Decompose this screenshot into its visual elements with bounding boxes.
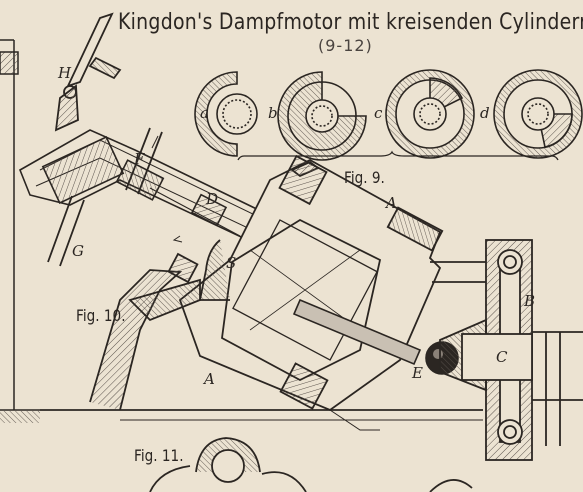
fig9-label-b: b	[268, 104, 278, 122]
plate-title: Kingdon's Dampfmotor mit kreisenden Cyli…	[118, 10, 583, 35]
fig10-caption: Fig. 10.	[76, 306, 126, 325]
label-c: C	[496, 348, 508, 366]
fig9-disc-c	[385, 69, 475, 159]
plate-subtitle: (9-12)	[318, 36, 373, 55]
fig9-disc-b	[277, 71, 367, 161]
steam-pipe-g	[47, 195, 85, 267]
label-d: D	[206, 190, 219, 208]
fig11-caption: Fig. 11.	[134, 446, 184, 465]
label-a-bottom: A	[204, 370, 215, 388]
crank-housing	[430, 239, 583, 461]
fig9-label-c: c	[374, 104, 383, 122]
inclined-shaft-assembly	[18, 129, 301, 262]
label-h: H	[58, 64, 72, 82]
label-s: S	[226, 254, 237, 272]
fig9-brace	[237, 150, 559, 161]
label-b: B	[524, 292, 536, 310]
fig9-label-d: d	[480, 104, 490, 122]
fig9-disc-a	[194, 71, 258, 157]
handle-lever-h	[54, 12, 122, 132]
fig9-label-a: a	[200, 104, 209, 122]
label-a-top: A	[386, 194, 397, 212]
fig9-disc-d	[493, 69, 583, 159]
steam-pipe-f	[125, 127, 163, 195]
fig9-caption: Fig. 9.	[344, 168, 385, 187]
base-frame	[40, 252, 483, 431]
fig11-partial	[149, 437, 473, 492]
label-e: E	[412, 364, 423, 382]
label-f: F	[134, 150, 145, 168]
label-g: G	[72, 242, 84, 260]
left-edge-frame	[0, 39, 40, 423]
